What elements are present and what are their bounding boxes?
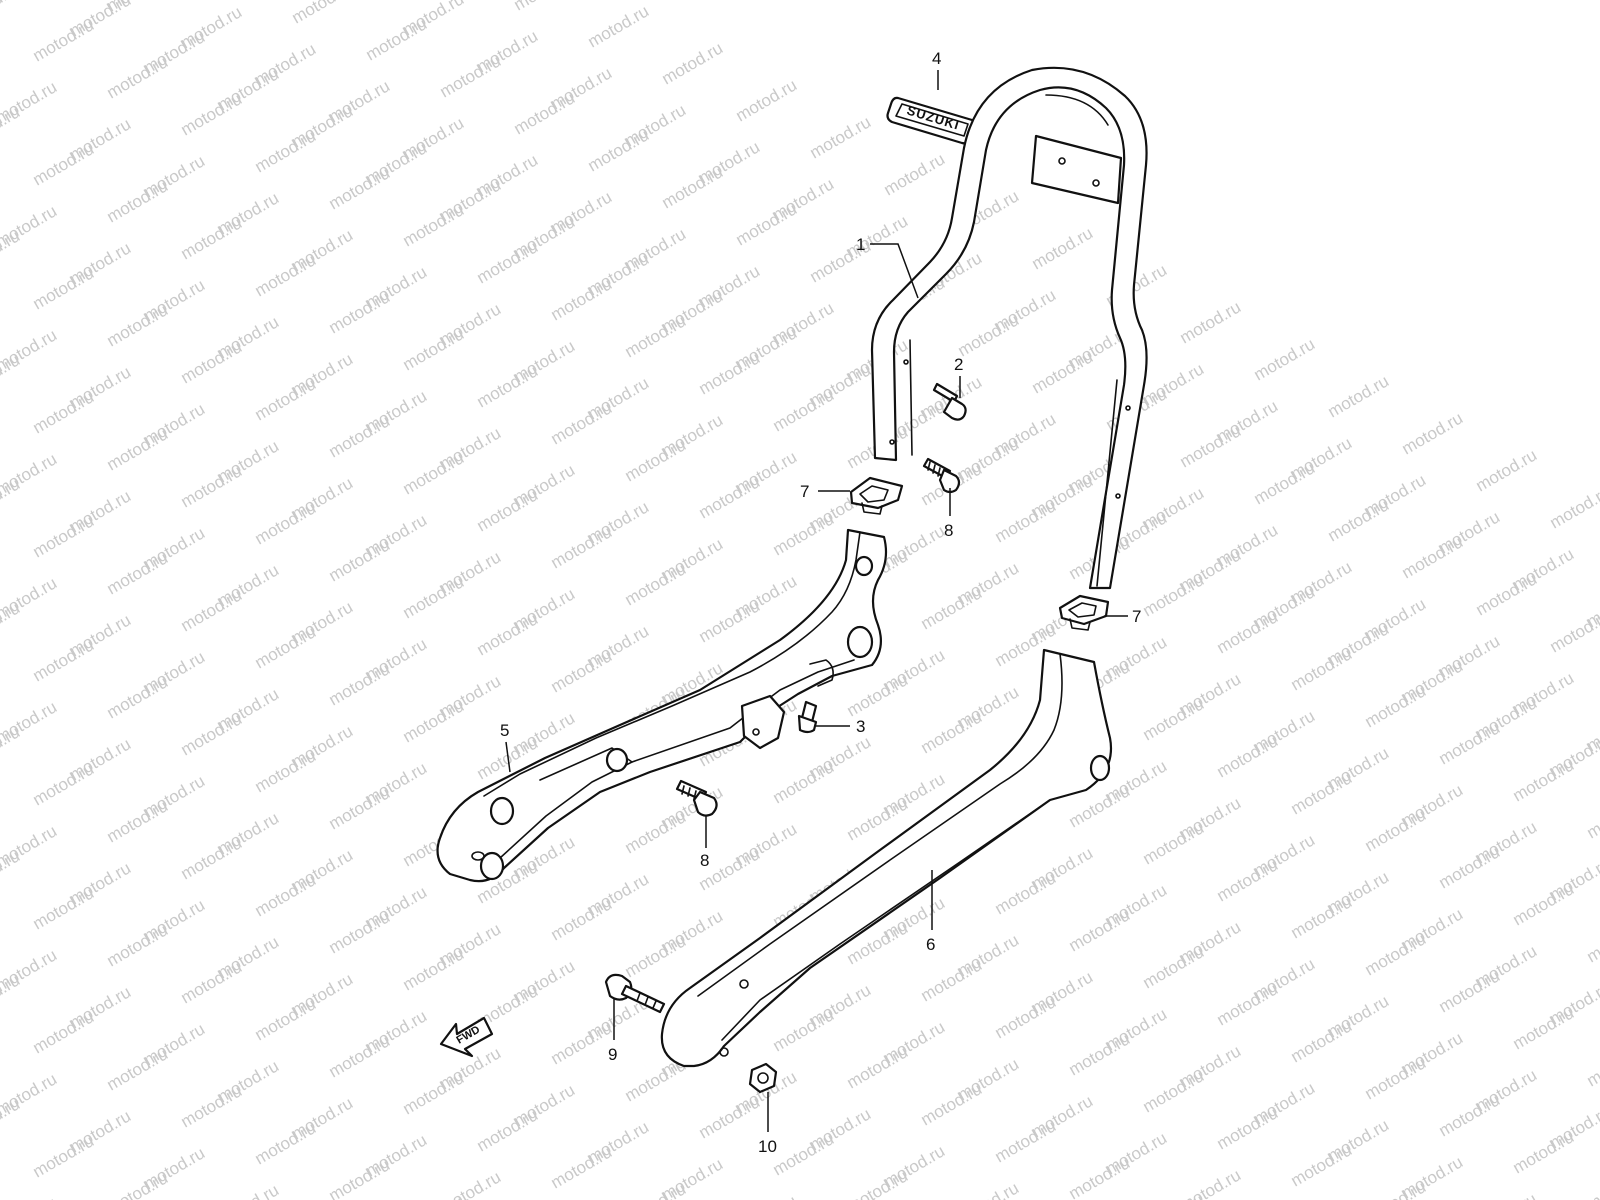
- nut-10-part: [748, 1062, 778, 1094]
- left-plate-part: [436, 528, 888, 883]
- bolt-3-part: [797, 700, 818, 734]
- backrest-frame-part: [870, 66, 1148, 590]
- callout-8-upper: 8: [944, 521, 953, 540]
- callout-7-lower: 7: [1132, 607, 1141, 626]
- callout-4: 4: [932, 49, 941, 68]
- callout-8-lower: 8: [700, 851, 709, 870]
- lower-cap-part: [1058, 594, 1110, 631]
- bolt-8-upper-part: [922, 457, 961, 494]
- callout-9: 9: [608, 1045, 617, 1064]
- callout-5: 5: [500, 721, 509, 740]
- callout-2: 2: [954, 355, 963, 374]
- callout-10: 10: [758, 1137, 777, 1156]
- emblem-part: SUZUKI: [886, 96, 979, 145]
- bolt-2-part: [932, 382, 967, 421]
- callout-6: 6: [926, 935, 935, 954]
- forward-direction-arrow: FWD: [439, 1016, 494, 1058]
- callouts: 4 1 2 7 8 7 3 5 8 6 9 10: [500, 49, 1141, 1156]
- bolt-9-part: [604, 973, 666, 1014]
- callout-7-upper: 7: [800, 482, 809, 501]
- upper-cap-part: [849, 476, 904, 515]
- leader-lines: [505, 70, 1128, 1132]
- right-plate-part: [660, 648, 1112, 1068]
- callout-1: 1: [856, 235, 865, 254]
- bolt-8-lower-part: [675, 779, 718, 817]
- callout-3: 3: [856, 717, 865, 736]
